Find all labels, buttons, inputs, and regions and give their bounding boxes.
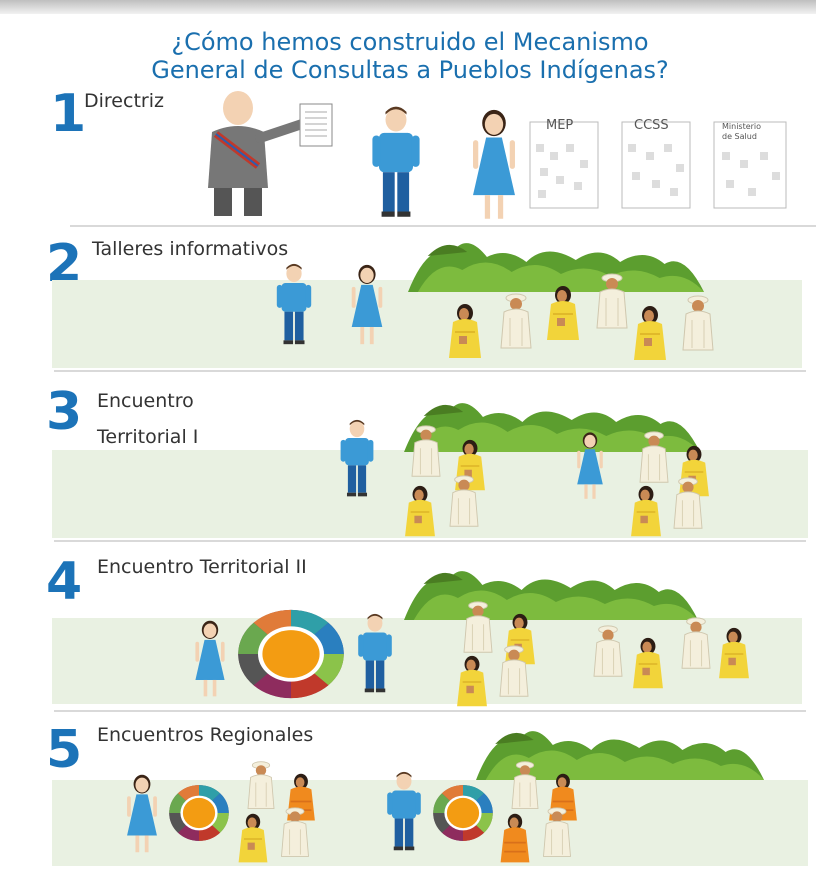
indigenous-figure <box>406 424 446 480</box>
divider <box>70 225 816 227</box>
indigenous-figure <box>630 304 670 364</box>
indigenous-figure <box>678 294 718 354</box>
indigenous-figure <box>668 476 708 532</box>
indigenous-figure <box>592 272 632 332</box>
step-label-4: Encuentro Territorial II <box>97 556 307 578</box>
indigenous-figure <box>628 636 668 692</box>
institution-ministerio: Ministerio de Salud <box>722 122 762 141</box>
divider <box>54 710 806 712</box>
indigenous-figure <box>714 626 754 682</box>
man-figure <box>360 104 432 222</box>
divider <box>54 370 806 372</box>
woman-figure <box>344 262 390 348</box>
man-figure <box>334 418 380 500</box>
indigenous-figure <box>626 484 666 540</box>
wheel-icon <box>168 784 230 842</box>
title-line-2: General de Consultas a Pueblos Indígenas… <box>151 56 669 84</box>
man-figure <box>270 262 318 348</box>
indigenous-figure <box>444 474 484 530</box>
man-figure <box>380 770 428 854</box>
hills <box>408 232 704 292</box>
indigenous-figure <box>452 654 492 710</box>
step-number-4: 4 <box>46 552 83 612</box>
indigenous-figure <box>538 806 576 860</box>
indigenous-figure <box>496 812 534 866</box>
indigenous-figure <box>400 484 440 540</box>
indigenous-figure <box>496 292 536 352</box>
woman-figure <box>570 430 610 502</box>
step-number-1: 1 <box>50 84 87 144</box>
institution-buildings <box>529 121 787 209</box>
indigenous-figure <box>543 284 583 344</box>
woman-figure <box>188 618 232 700</box>
man-figure <box>350 612 400 696</box>
step-label-1: Directriz <box>84 90 164 112</box>
divider <box>54 540 806 542</box>
indigenous-figure <box>458 600 498 656</box>
official-figure <box>208 91 333 216</box>
wheel-icon <box>432 784 494 842</box>
indigenous-figure <box>676 616 716 672</box>
indigenous-figure <box>276 806 314 860</box>
hills <box>404 560 698 620</box>
woman-figure <box>118 772 166 856</box>
indigenous-figure <box>506 760 544 812</box>
step-label-3-line-2: Territorial I <box>97 426 199 448</box>
ground-band <box>52 618 802 704</box>
ground-band <box>52 280 802 368</box>
step-label-5: Encuentros Regionales <box>97 724 314 746</box>
indigenous-figure <box>234 812 272 866</box>
step-label-3-line-1: Encuentro <box>97 390 194 412</box>
institution-mep: MEP <box>546 118 574 133</box>
indigenous-figure <box>494 644 534 700</box>
woman-figure <box>462 106 526 224</box>
institution-ccss: CCSS <box>634 118 669 133</box>
step-label-2: Talleres informativos <box>92 238 289 260</box>
top-bar <box>0 0 816 14</box>
title-line-1: ¿Cómo hemos construido el Mecanismo <box>171 28 649 56</box>
indigenous-figure <box>242 760 280 812</box>
step-number-3: 3 <box>46 382 83 442</box>
indigenous-figure <box>445 302 485 362</box>
page-title: ¿Cómo hemos construido el Mecanismo Gene… <box>60 28 760 84</box>
wheel-icon <box>236 608 346 700</box>
indigenous-figure <box>588 624 628 680</box>
step-number-5: 5 <box>46 720 83 780</box>
